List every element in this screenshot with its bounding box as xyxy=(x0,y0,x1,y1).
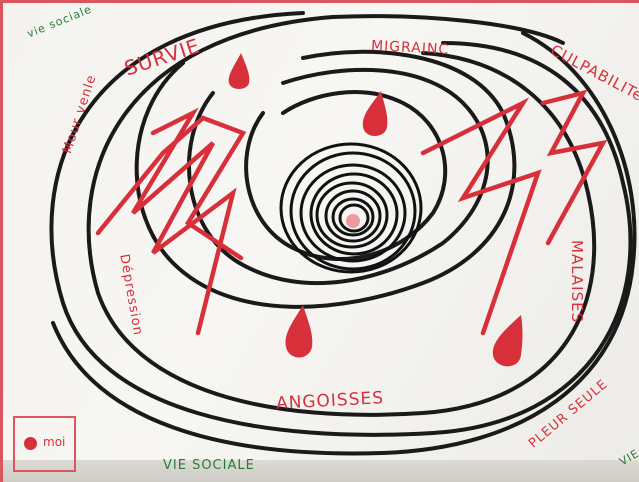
label-vie-sociale-bottom: VIE SOCIALE xyxy=(163,458,255,473)
legend-dot-icon xyxy=(24,437,37,450)
outer-loop-4 xyxy=(333,16,563,43)
legend-box: moi xyxy=(13,416,76,472)
lightning-right xyxy=(423,103,538,333)
label-malaises: MALAISES xyxy=(568,240,586,323)
legend-label: moi xyxy=(43,435,65,449)
drop-4 xyxy=(493,315,523,366)
drop-3 xyxy=(286,305,313,358)
drop-1 xyxy=(229,53,250,89)
center-dot xyxy=(346,214,360,228)
